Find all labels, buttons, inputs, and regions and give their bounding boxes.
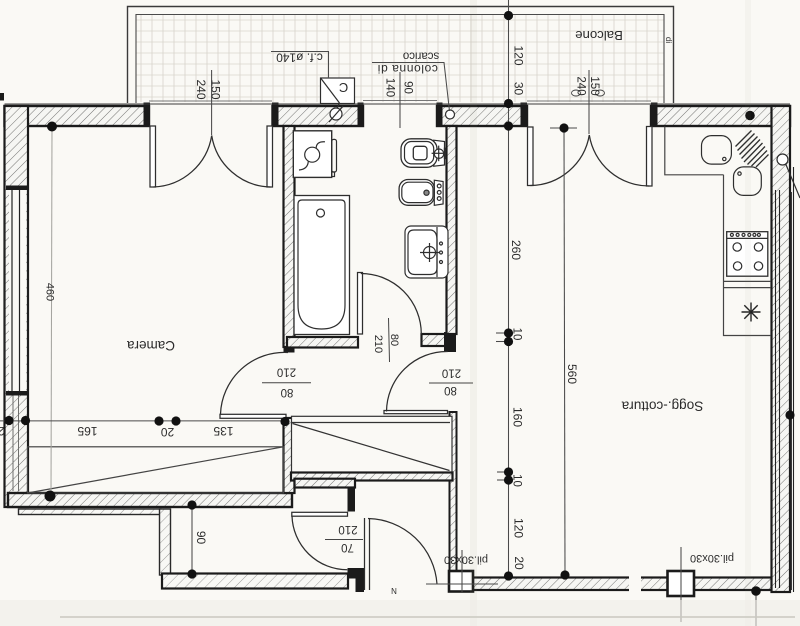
svg-text:10: 10 xyxy=(511,328,523,341)
svg-text:scarico: scarico xyxy=(403,50,439,62)
svg-text:210: 210 xyxy=(277,366,296,378)
svg-text:70: 70 xyxy=(341,541,354,553)
svg-text:c.f. ø140: c.f. ø140 xyxy=(276,51,323,65)
svg-text:210: 210 xyxy=(372,335,384,353)
svg-text:260: 260 xyxy=(509,240,523,260)
svg-text:N: N xyxy=(391,586,397,595)
svg-text:140: 140 xyxy=(384,78,396,97)
svg-text:210: 210 xyxy=(442,367,461,379)
svg-text:135: 135 xyxy=(213,424,233,438)
svg-text:90: 90 xyxy=(194,531,208,545)
svg-text:20: 20 xyxy=(0,424,5,438)
svg-text:210: 210 xyxy=(338,523,357,535)
svg-text:80: 80 xyxy=(281,386,294,398)
svg-text:560: 560 xyxy=(565,364,579,384)
svg-text:10: 10 xyxy=(511,474,523,487)
svg-text:80: 80 xyxy=(388,334,400,346)
svg-text:colonna di: colonna di xyxy=(377,62,438,76)
svg-text:pil.30x30: pil.30x30 xyxy=(444,554,488,566)
svg-text:Camera: Camera xyxy=(127,338,176,353)
svg-text:165: 165 xyxy=(77,424,97,438)
svg-text:120: 120 xyxy=(512,45,526,65)
svg-text:C: C xyxy=(339,80,348,95)
svg-text:20: 20 xyxy=(161,425,175,439)
svg-text:30: 30 xyxy=(512,82,526,96)
svg-text:150: 150 xyxy=(209,79,223,99)
svg-text:Balcone: Balcone xyxy=(575,28,623,43)
svg-text:di: di xyxy=(664,37,673,43)
svg-text:pil.30x30: pil.30x30 xyxy=(690,552,734,564)
svg-text:90: 90 xyxy=(402,81,414,94)
svg-text:460: 460 xyxy=(44,283,56,301)
svg-text:240: 240 xyxy=(194,79,208,99)
svg-text:20: 20 xyxy=(512,556,526,570)
svg-text:80: 80 xyxy=(444,384,457,396)
svg-text:240: 240 xyxy=(575,76,587,95)
svg-text:Sogg.-cottura: Sogg.-cottura xyxy=(621,399,703,414)
svg-text:160: 160 xyxy=(511,407,525,427)
svg-text:150: 150 xyxy=(588,76,600,95)
svg-text:120: 120 xyxy=(512,518,526,538)
